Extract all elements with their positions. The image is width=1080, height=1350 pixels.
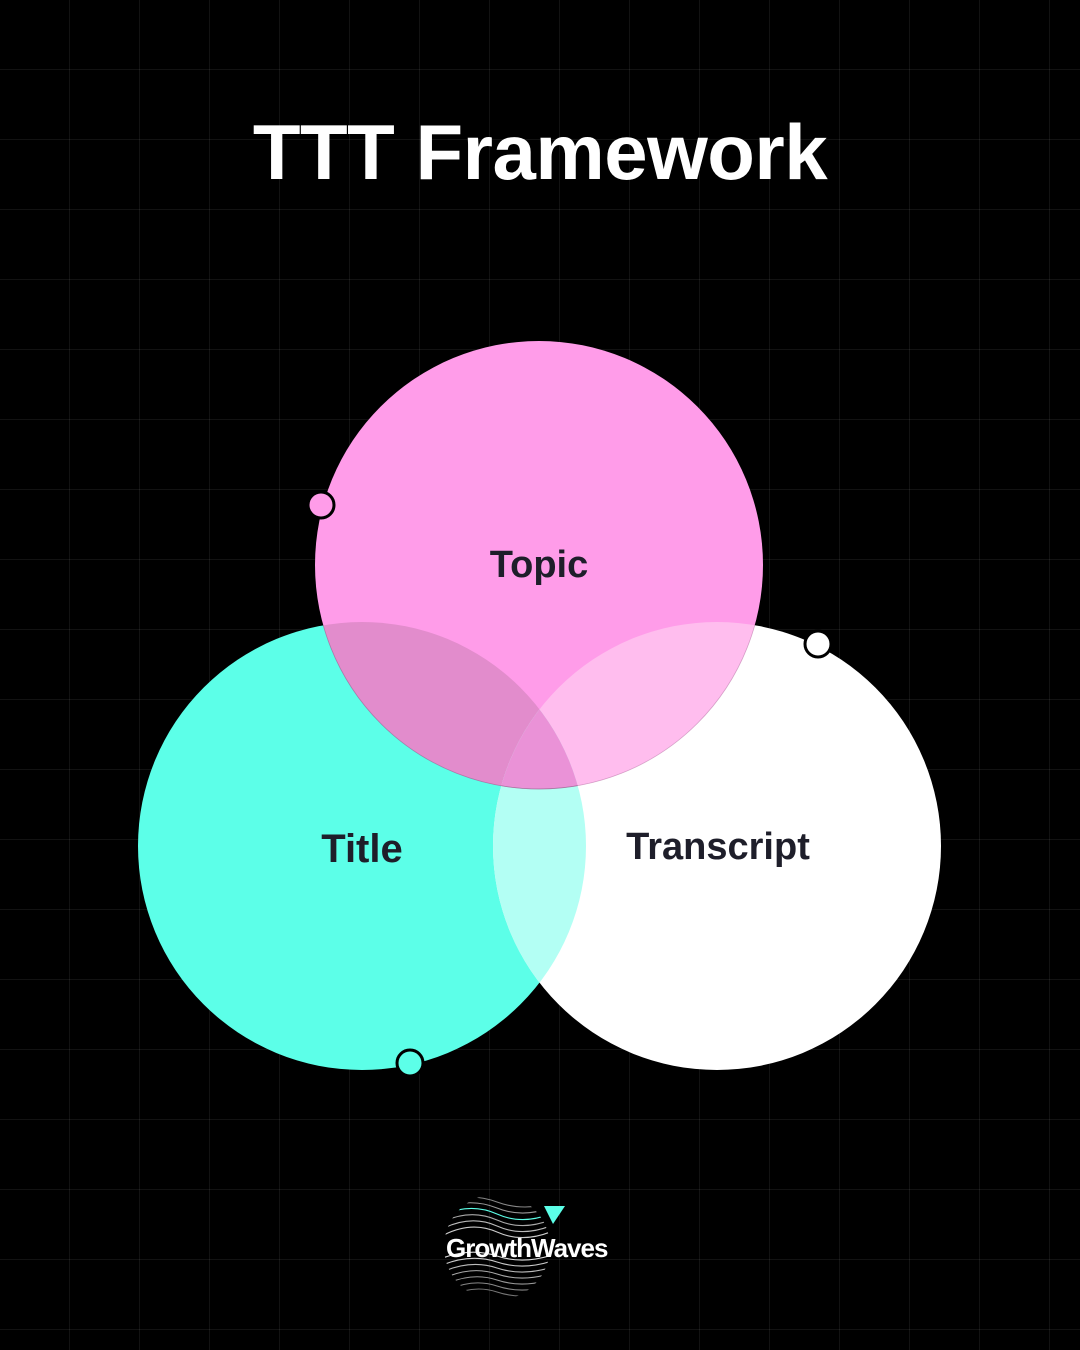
brand-name: GrowthWaves — [446, 1233, 608, 1263]
transcript-label: Transcript — [626, 826, 810, 868]
waves-globe-icon — [444, 1196, 565, 1300]
title-dot — [395, 1048, 425, 1078]
page-title: TTT Framework — [252, 108, 828, 196]
topic-title-overlap — [315, 622, 586, 789]
topic-dot — [306, 490, 336, 520]
topic-transcript-overlap — [493, 622, 763, 789]
transcript-dot — [803, 629, 833, 659]
topic-label: Topic — [490, 544, 589, 586]
triangle-accent-icon — [544, 1206, 565, 1224]
title-label: Title — [321, 827, 403, 871]
